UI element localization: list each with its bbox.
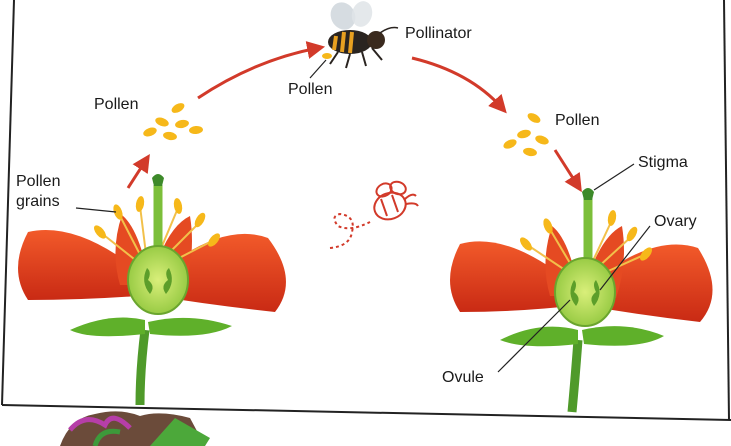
arrow-pollen-up [128,160,146,188]
label-pollen-right: Pollen [555,111,599,131]
pollen-cluster-right [502,111,550,157]
bee-icon [322,0,398,68]
label-ovule: Ovule [442,368,484,388]
label-pollen-left: Pollen [94,95,138,115]
cycle-arrows [128,48,578,188]
label-ovary: Ovary [654,212,697,232]
arrow-from-bee [412,58,502,108]
bottom-illustration-icon [60,411,210,446]
pollen-cluster-left [142,101,203,141]
label-stigma: Stigma [638,153,688,173]
label-pollen-grains: Pollen grains [16,172,68,212]
pollen-on-bee-pointer [310,60,326,78]
pollen-grains-pointer [76,208,116,212]
arrow-pollen-down [555,150,578,186]
label-pollen-on-bee: Pollen [288,80,332,100]
label-pollinator: Pollinator [405,24,472,44]
dotted-bee-doodle-icon [330,180,418,248]
page-border [2,0,731,420]
